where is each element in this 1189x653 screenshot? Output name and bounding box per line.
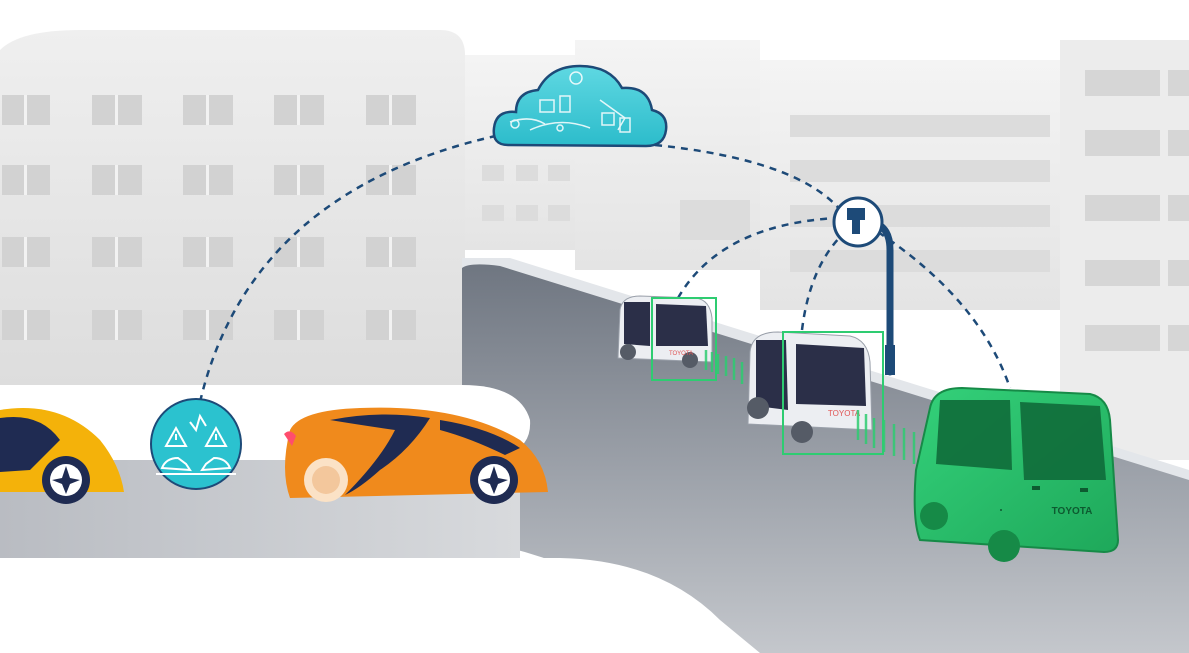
right-building [1060, 40, 1189, 460]
yellow-car [0, 408, 124, 504]
connection-lines [198, 133, 1012, 403]
collision-warning-icon [150, 398, 242, 490]
orange-car [284, 407, 548, 504]
small-shuttle: TOYOTA [617, 295, 717, 381]
foreground-pavement [0, 558, 760, 653]
signal-waves [704, 350, 916, 464]
mid-shuttle: TOYOTA [747, 331, 884, 455]
small-shuttle-brand: TOYOTA [669, 351, 693, 357]
large-shuttle-brand: TOYOTA [1052, 506, 1093, 517]
cloud-network-icon [492, 64, 668, 148]
mid-shuttle-brand: TOYOTA [828, 409, 861, 418]
left-building [0, 30, 465, 385]
large-green-shuttle: TOYOTA [913, 386, 1120, 562]
roadside-sensor-icon [832, 196, 884, 248]
